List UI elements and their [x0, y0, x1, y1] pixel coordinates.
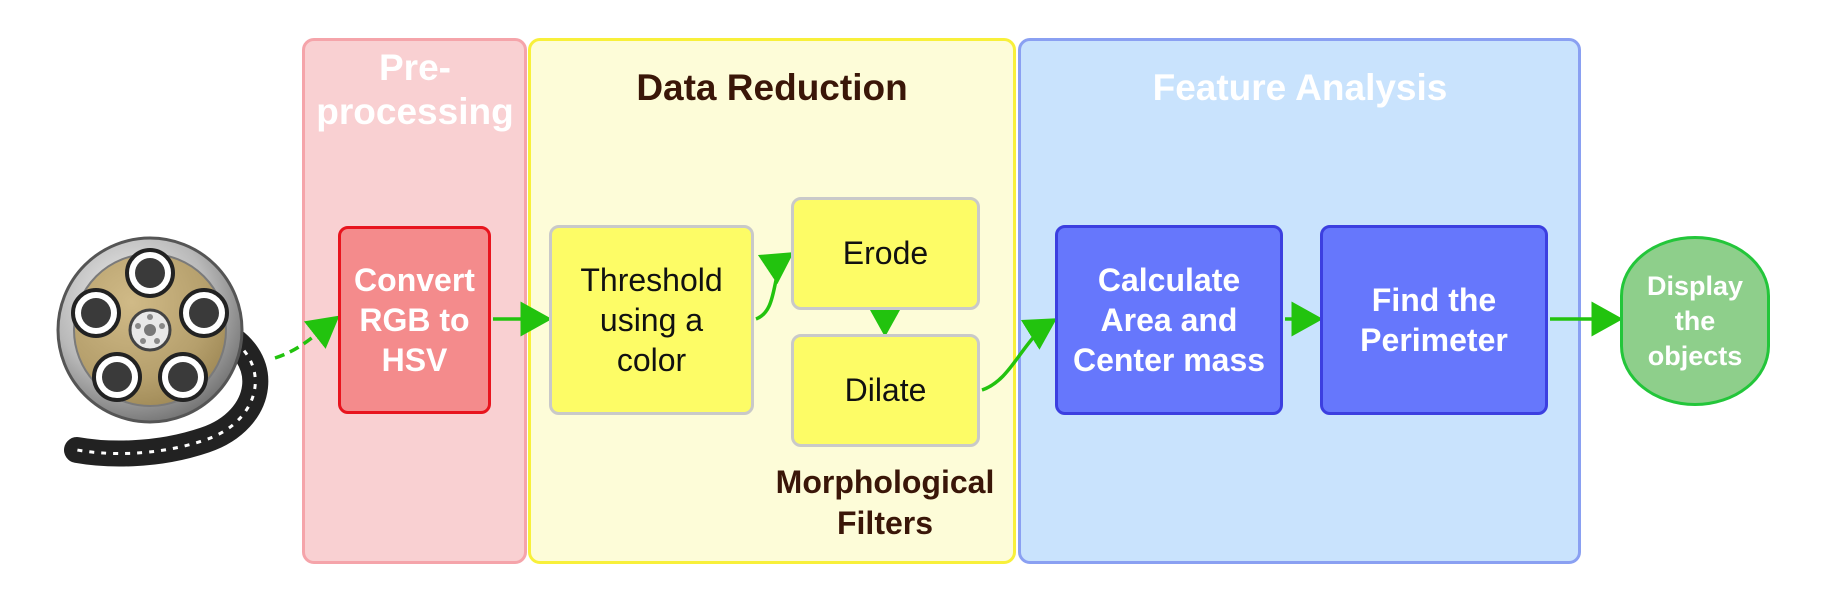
- arrow-threshold-to-erode: [755, 252, 794, 321]
- calculate-area-node: Calculate Area and Center mass: [1055, 225, 1283, 415]
- erode-node: Erode: [791, 197, 980, 310]
- film-reel-icon: [56, 236, 269, 467]
- morphological-filters-label: Morphological Filters: [775, 464, 995, 541]
- display-objects-node: Display the objects: [1620, 236, 1770, 406]
- threshold-node: Threshold using a color: [549, 225, 754, 415]
- convert-rgb-to-hsv-node: Convert RGB to HSV: [338, 226, 491, 414]
- dilate-node: Dilate: [791, 334, 980, 447]
- feature-analysis-title: Feature Analysis: [1152, 67, 1448, 108]
- preprocessing-title: Pre- processing: [316, 47, 514, 132]
- arrow-dilate-to-calculate: [981, 318, 1057, 392]
- find-perimeter-node: Find the Perimeter: [1320, 225, 1548, 415]
- data-reduction-title: Data Reduction: [636, 67, 908, 108]
- arrow-input-to-convert: [274, 315, 340, 360]
